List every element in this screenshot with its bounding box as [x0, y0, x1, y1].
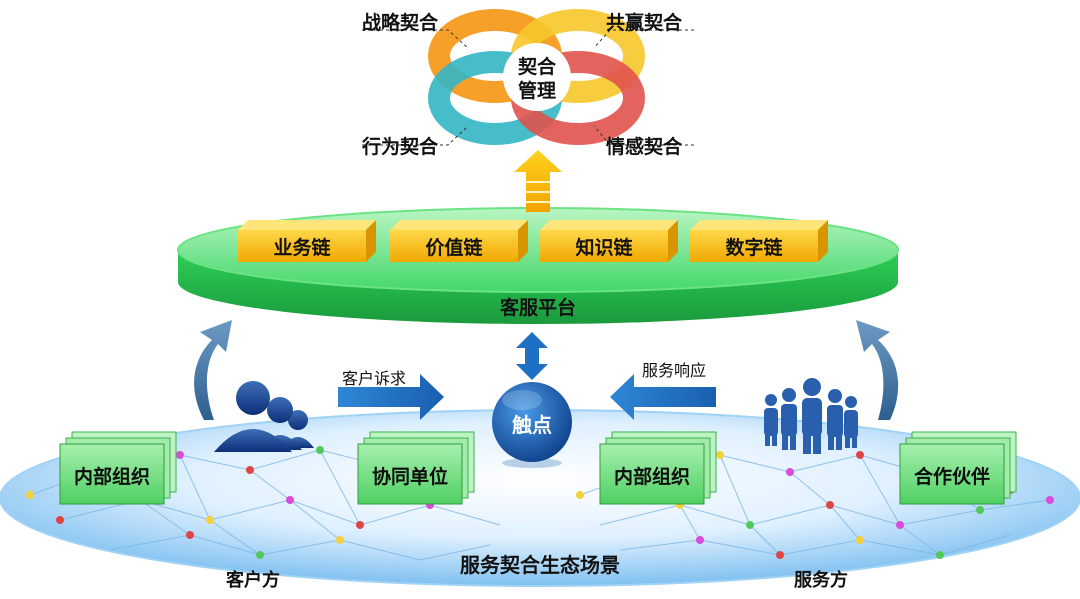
card-cooperation-partner: 合作伙伴	[913, 466, 990, 488]
platform-up-arrow	[514, 150, 562, 212]
customer-side-label: 客户方	[226, 570, 280, 591]
card-partner-unit: 协同单位	[371, 466, 448, 488]
chain-value: 价值链	[425, 237, 483, 259]
card-internal-org-left: 内部组织	[73, 466, 150, 488]
network-nodes	[26, 446, 1054, 559]
ring-leader-lines	[362, 29, 694, 146]
label-strategic-fit: 战略契合	[362, 12, 439, 34]
right-curved-up-arrow	[856, 320, 899, 420]
touchpoint-sphere	[492, 382, 572, 468]
card-internal-org-right: 内部组织	[613, 466, 690, 488]
chain-box-shapes	[238, 220, 828, 262]
label-emotional-fit: 情感契合	[606, 136, 683, 158]
label-behavior-fit: 行为契合	[362, 136, 439, 158]
chain-digital: 数字链	[725, 237, 783, 259]
ring-center-line2: 管理	[517, 80, 556, 102]
label-win-win-fit: 共赢契合	[606, 12, 683, 34]
left-curved-up-arrow	[194, 320, 232, 420]
touchpoint-double-arrow	[516, 332, 548, 380]
service-response-arrow	[610, 374, 716, 420]
platform-label: 客服平台	[499, 297, 576, 319]
service-response-label: 服务响应	[642, 361, 707, 380]
ring-center-title: 契合 管理	[503, 55, 571, 103]
card-internal-org-left-shape	[59, 431, 177, 505]
chain-knowledge: 知识链	[575, 237, 633, 259]
ring-center-line1: 契合	[517, 56, 556, 78]
card-cooperation-partner-shape	[899, 431, 1017, 505]
customer-demand-arrow	[338, 374, 444, 420]
scene-label: 服务契合生态场景	[460, 553, 620, 577]
customer-people-icon	[214, 381, 314, 452]
card-partner-unit-shape	[357, 431, 475, 505]
fit-management-ring	[428, 9, 645, 145]
service-people-icon	[764, 378, 858, 454]
service-side-label: 服务方	[794, 570, 848, 591]
card-internal-org-right-shape	[599, 431, 717, 505]
touchpoint-label: 触点	[512, 413, 552, 437]
customer-demand-label: 客户诉求	[342, 369, 407, 388]
chain-business: 业务链	[273, 237, 331, 259]
